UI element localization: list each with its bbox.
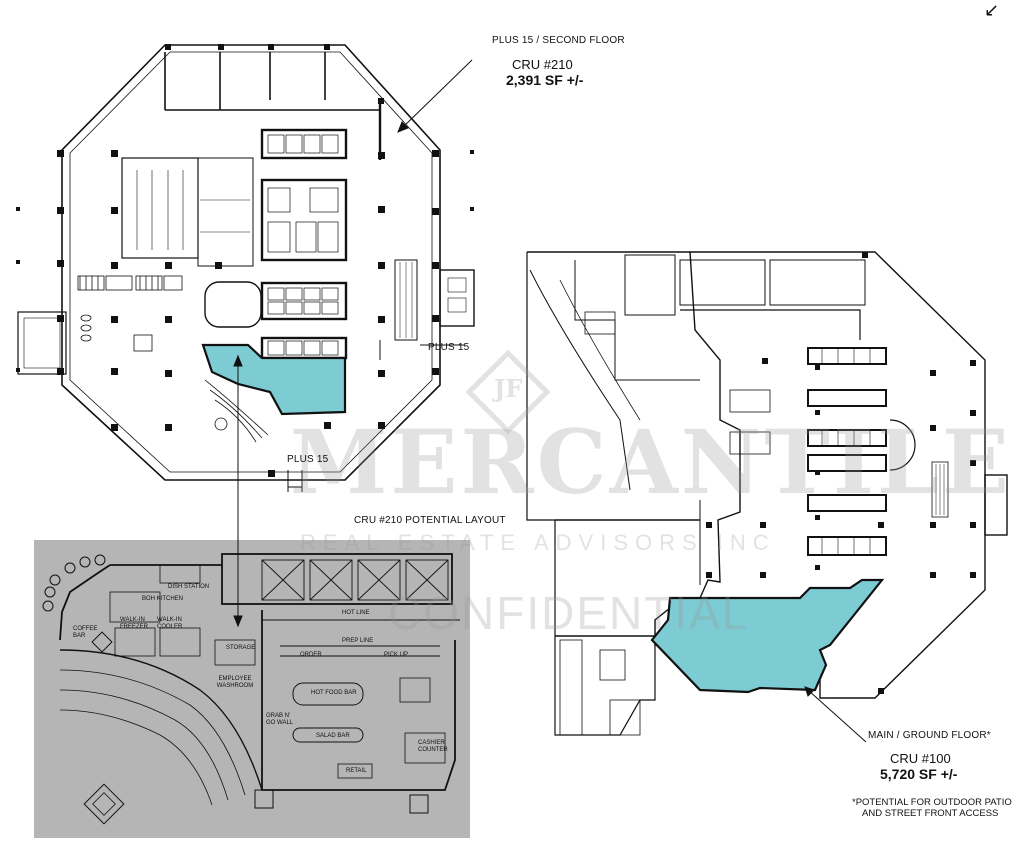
plus15-east-label: PLUS 15 bbox=[428, 342, 470, 353]
room-walkin-cooler: WALK-IN COOLER bbox=[157, 617, 183, 630]
second-floor-columns bbox=[16, 44, 474, 477]
room-walkin-freezer: WALK-IN FREEZER bbox=[120, 617, 149, 630]
ground-floor-level-label: MAIN / GROUND FLOOR* bbox=[868, 730, 991, 741]
room-salad-bar: SALAD BAR bbox=[316, 733, 350, 739]
cru-100-highlight[interactable] bbox=[650, 578, 885, 694]
plus15-arrows bbox=[288, 344, 465, 488]
ground-floor-note-line1: *POTENTIAL FOR OUTDOOR PATIO bbox=[852, 797, 1012, 808]
watermark-status: CONFIDENTIAL bbox=[388, 587, 750, 639]
ground-floor-callout-arrow bbox=[804, 686, 867, 743]
room-retail: RETAIL bbox=[346, 768, 367, 774]
room-storage: STORAGE bbox=[226, 645, 256, 651]
second-floor-callout-arrow bbox=[397, 59, 473, 133]
room-prep-line: PREP LINE bbox=[342, 638, 374, 644]
room-hot-food-bar: HOT FOOD BAR bbox=[311, 690, 357, 696]
layout-inset-plan bbox=[42, 553, 460, 825]
watermark-logo-mark: JF bbox=[494, 374, 523, 403]
plus15-south-label: PLUS 15 bbox=[287, 454, 329, 465]
cru-210-highlight[interactable] bbox=[201, 343, 347, 416]
room-grab-n-go: GRAB N' GO WALL bbox=[266, 713, 294, 726]
ground-floor-note-line2: AND STREET FRONT ACCESS bbox=[862, 808, 999, 819]
second-floor-level-label: PLUS 15 / SECOND FLOOR bbox=[492, 35, 625, 46]
room-pick-up: PICK UP bbox=[384, 652, 409, 658]
room-boh-kitchen: BOH KITCHEN bbox=[142, 596, 184, 602]
room-order: ORDER bbox=[300, 652, 322, 658]
room-cashier-counter: CASHIER COUNTER bbox=[418, 740, 448, 753]
ground-floor-plan bbox=[526, 251, 1008, 736]
layout-inset-title: CRU #210 POTENTIAL LAYOUT bbox=[354, 515, 506, 526]
ground-floor-columns bbox=[706, 252, 976, 694]
second-floor-unit: CRU #210 bbox=[512, 57, 573, 72]
room-dish-station: DISH STATION bbox=[168, 584, 210, 590]
room-coffee-bar: COFFEE BAR bbox=[73, 626, 98, 639]
corner-arrow-icon: ↙ bbox=[984, 0, 1000, 21]
layout-inset-bg bbox=[34, 540, 470, 838]
watermark-brand: MERCANTILE bbox=[290, 410, 1012, 514]
room-hot-line: HOT LINE bbox=[342, 610, 370, 616]
watermark-tagline: REAL ESTATE ADVISORS INC bbox=[300, 530, 776, 555]
cru-210-link-arrow bbox=[233, 354, 243, 628]
ground-floor-area: 5,720 SF +/- bbox=[880, 766, 958, 782]
ground-floor-unit: CRU #100 bbox=[890, 751, 951, 766]
room-employee-washroom: EMPLOYEE WASHROOM bbox=[216, 676, 254, 689]
second-floor-area: 2,391 SF +/- bbox=[506, 72, 584, 88]
